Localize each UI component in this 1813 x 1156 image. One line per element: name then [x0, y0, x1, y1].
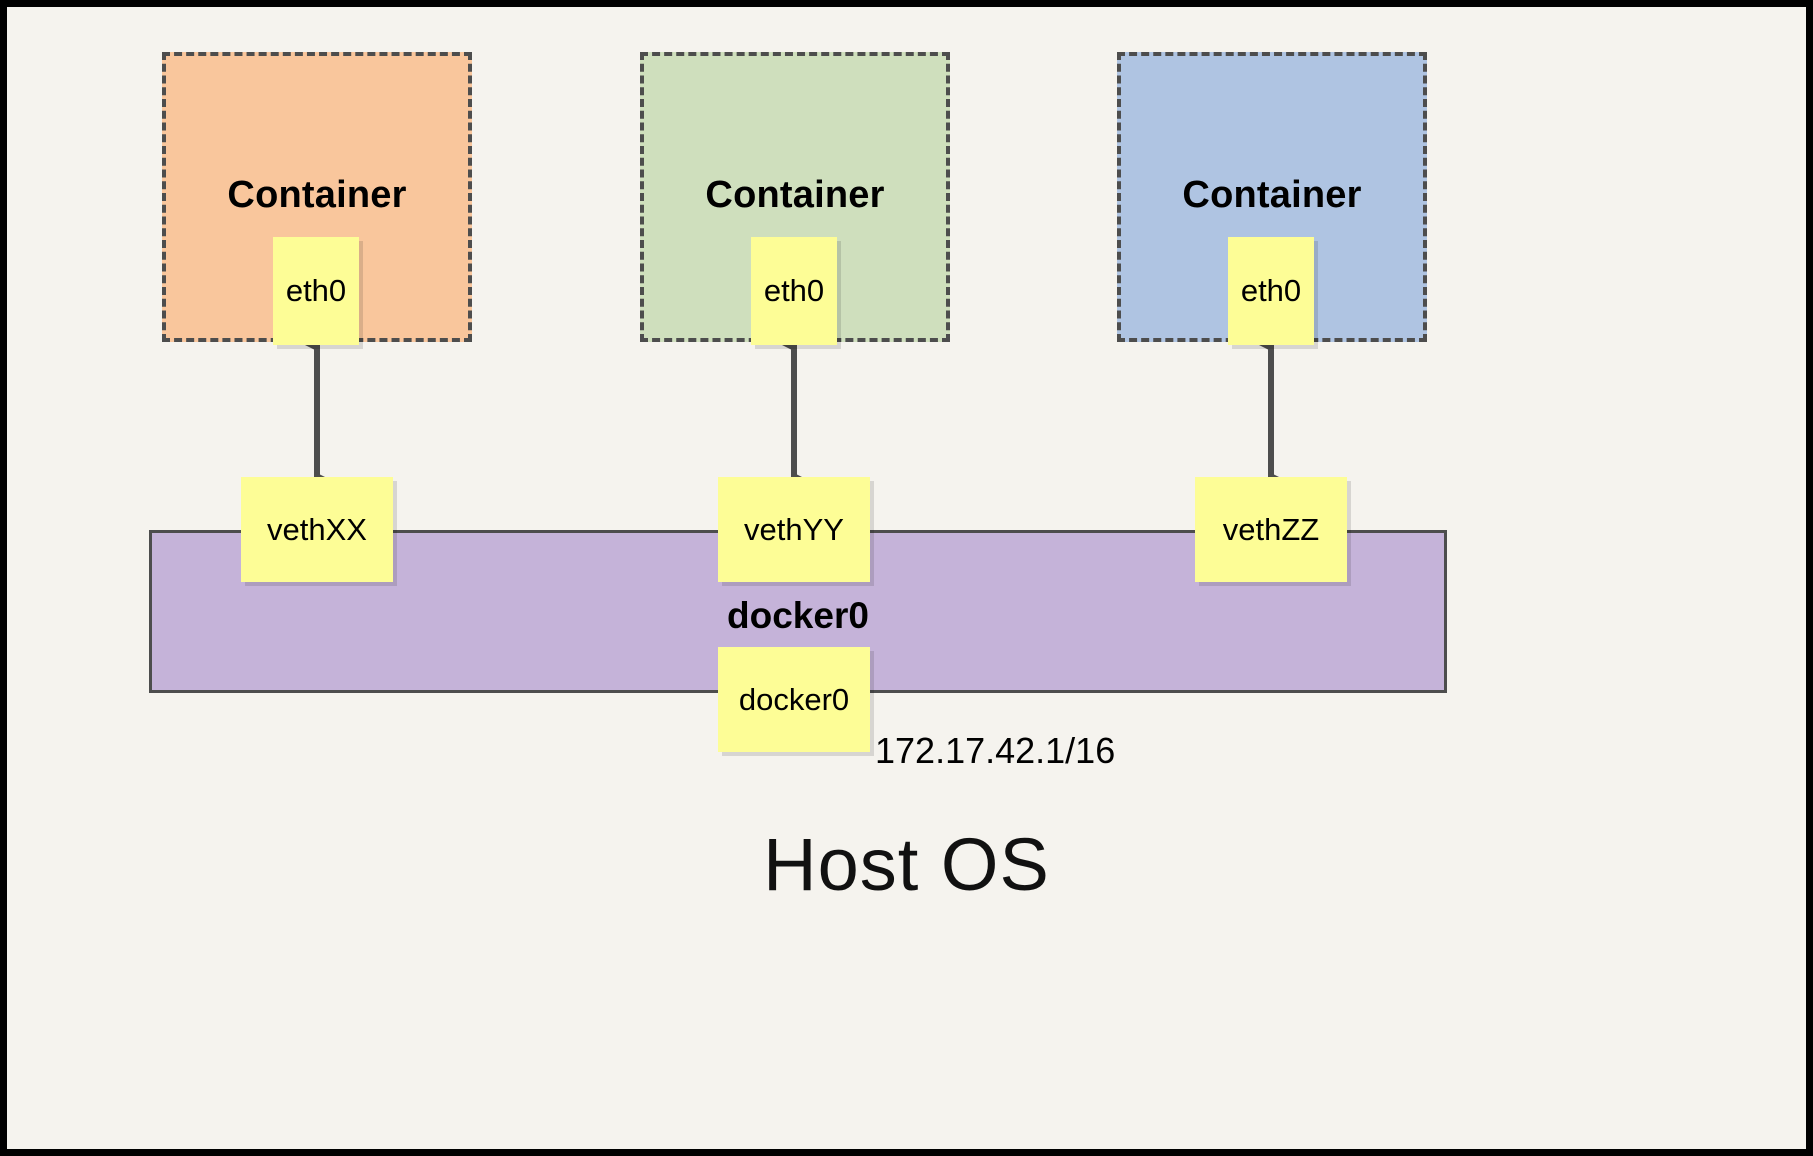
host-os-label: Host OS — [763, 823, 1050, 906]
docker0-bar-label: docker0 — [727, 595, 869, 636]
diagram-stage: Container Container Container eth0 eth0 … — [7, 7, 1806, 1149]
arrow-eth0-vethxx — [305, 338, 329, 486]
veth-chip-2[interactable]: vethYY — [718, 477, 870, 582]
container-title-3: Container — [1182, 174, 1362, 216]
eth0-chip-3[interactable]: eth0 — [1228, 237, 1314, 345]
veth-chip-1[interactable]: vethXX — [241, 477, 393, 582]
eth0-chip-2[interactable]: eth0 — [751, 237, 837, 345]
container-box-2[interactable]: Container — [640, 52, 950, 342]
docker0-interface-chip[interactable]: docker0 — [718, 647, 870, 752]
container-title-1: Container — [227, 174, 407, 216]
veth-chip-3[interactable]: vethZZ — [1195, 477, 1347, 582]
container-title-2: Container — [705, 174, 885, 216]
eth0-chip-1[interactable]: eth0 — [273, 237, 359, 345]
docker0-ip-label: 172.17.42.1/16 — [875, 730, 1116, 771]
arrow-eth0-vethyy — [782, 338, 806, 486]
arrow-eth0-vethzz — [1259, 338, 1283, 486]
